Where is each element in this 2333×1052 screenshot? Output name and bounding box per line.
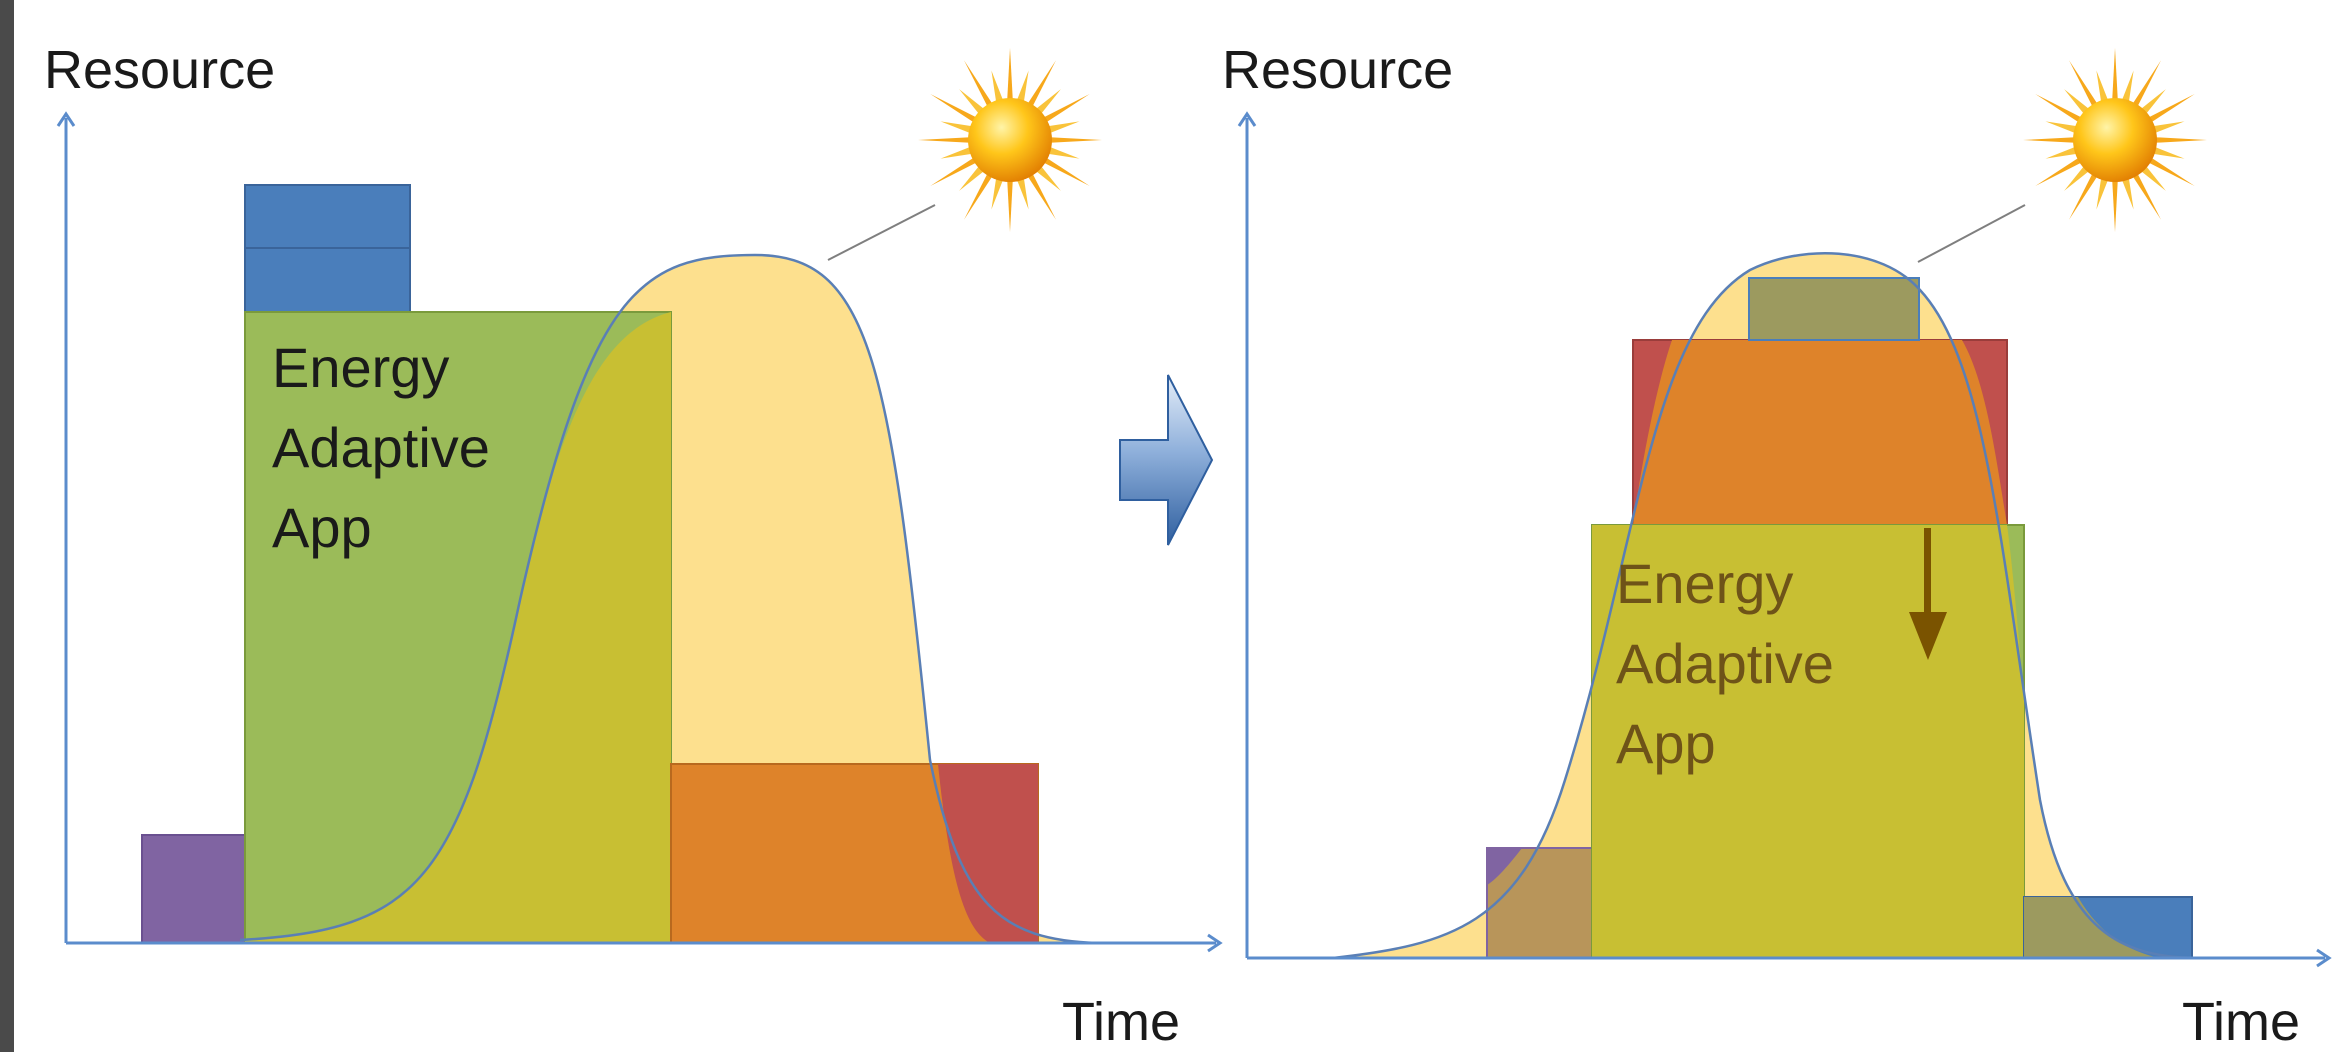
right-app-solar-overlap — [1592, 525, 2024, 958]
down-arrow-icon — [1909, 528, 1947, 660]
sun-icon — [918, 48, 1102, 232]
left-app-solar-overlap — [245, 312, 671, 943]
right-app-label-line3: App — [1616, 712, 1716, 775]
left-x-axis-label: Time — [1062, 992, 1180, 1052]
left-y-axis-label: Resource — [44, 40, 275, 100]
left-border — [0, 0, 14, 1052]
right-sun-callout-line — [1917, 204, 2026, 263]
sun-icon — [2023, 48, 2207, 232]
right-app-label-line1: Energy — [1616, 552, 1793, 615]
right-y-axis-label: Resource — [1222, 40, 1453, 100]
left-sun-callout-line — [827, 204, 936, 261]
right-purple-edge — [1487, 848, 1522, 885]
left-panel: Resource Time Energy Adaptive App — [44, 40, 1223, 1052]
left-purple-block — [141, 834, 247, 944]
right-orange-overlap — [1633, 340, 2007, 525]
left-blue-block-top — [244, 184, 411, 249]
left-app-label-line3: App — [272, 496, 372, 559]
left-app-label-line2: Adaptive — [272, 416, 490, 479]
left-app-label-line1: Energy — [272, 336, 449, 399]
right-blue-top-block — [1748, 277, 1920, 341]
left-blue-block-bottom — [244, 247, 411, 313]
right-app-label-line2: Adaptive — [1616, 632, 1834, 695]
right-panel: Resource Time Energy Adaptive App — [1222, 40, 2332, 1052]
left-red-block — [938, 764, 1038, 943]
right-blue-solar-overlap — [2024, 897, 2160, 958]
right-arrow-icon — [1119, 374, 1214, 546]
right-solar-outline — [1332, 252, 2201, 960]
left-solar-outline — [239, 253, 1099, 945]
right-x-axis-label: Time — [2182, 992, 2300, 1052]
